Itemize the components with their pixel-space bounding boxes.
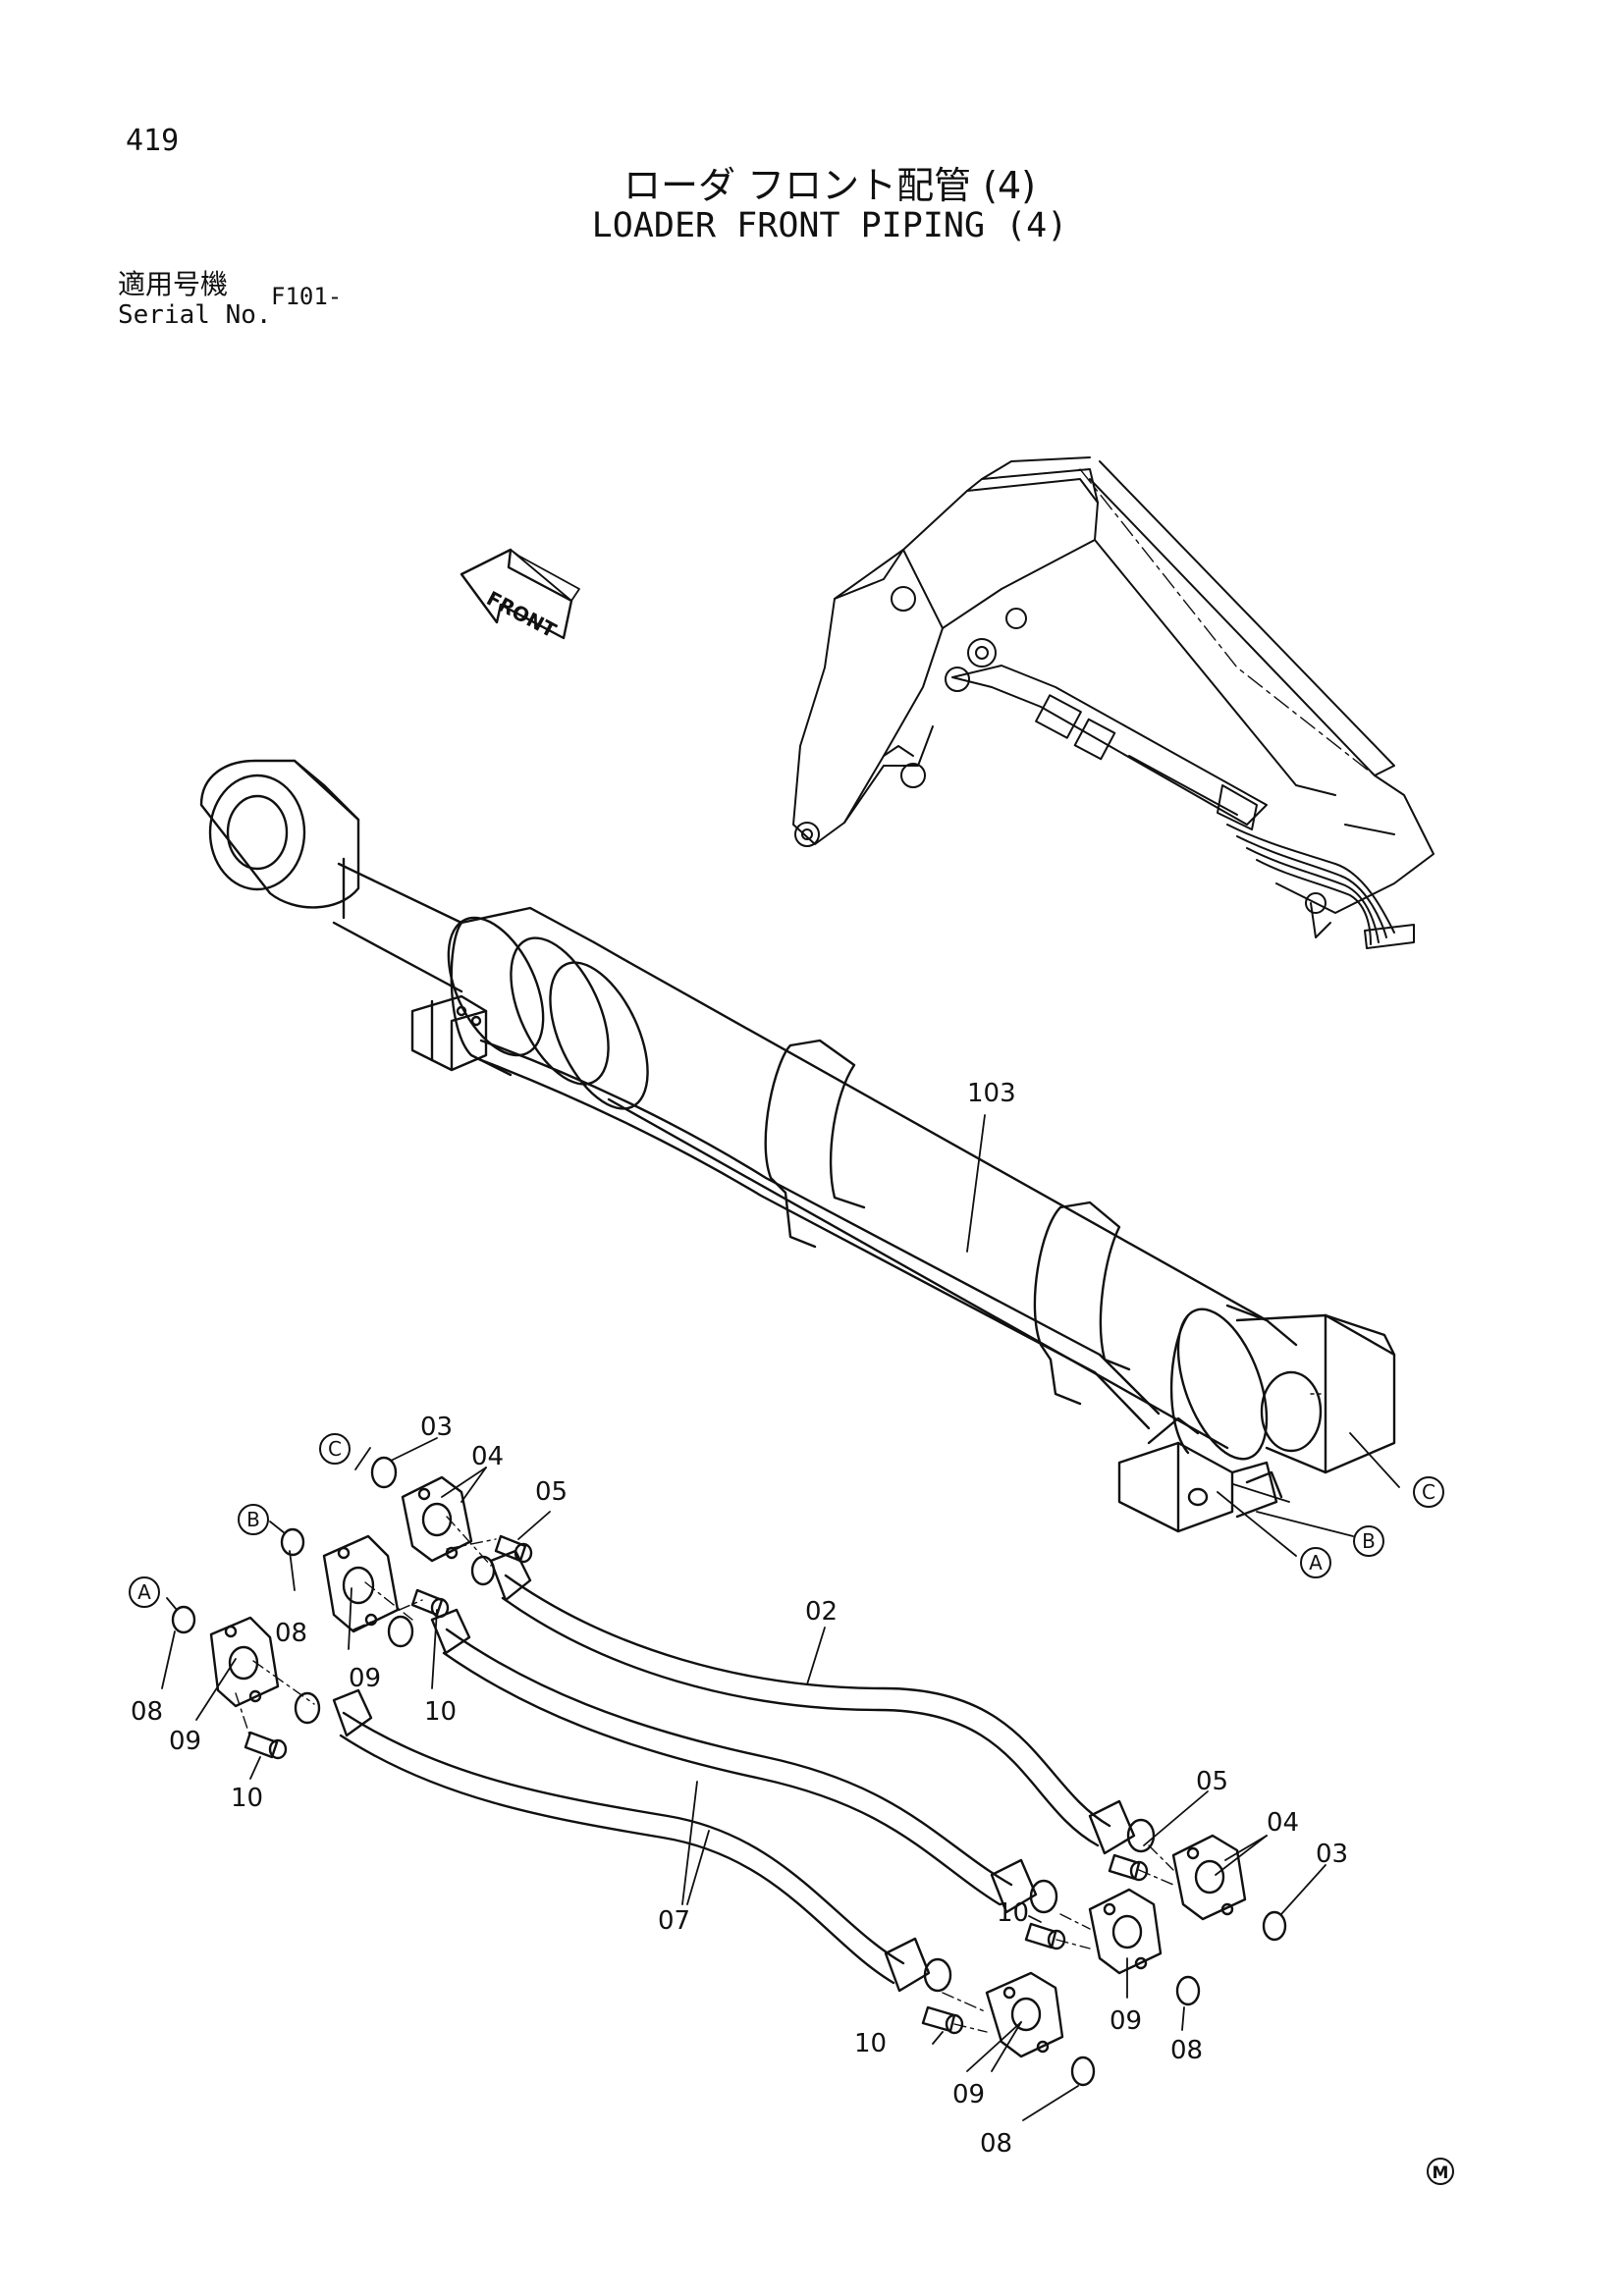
callout-04-left: 04	[471, 1442, 504, 1471]
hose-07-lower	[339, 1711, 905, 1985]
leader-103	[966, 1114, 986, 1253]
hose-02-upper	[501, 1574, 1111, 1847]
hydraulic-cylinder-103	[199, 759, 1396, 1533]
callout-10-right-bottom: 10	[854, 2029, 887, 2058]
callout-07: 07	[658, 1906, 690, 1936]
callout-08-left: 08	[131, 1697, 163, 1727]
port-markers	[129, 1433, 1454, 2185]
callout-08-right: 08	[1170, 2036, 1203, 2065]
page-title-english: LOADER FRONT PIPING (4)	[591, 206, 1068, 245]
callout-08-right-bottom: 08	[980, 2129, 1012, 2159]
callout-05-right: 05	[1196, 1767, 1228, 1796]
callout-10-mid: 10	[424, 1697, 457, 1727]
o-ring-08	[280, 1527, 305, 1557]
front-arrow-label: FRONT	[483, 586, 561, 642]
serial-label-japanese: 適用号機	[118, 268, 229, 300]
callout-09-left: 09	[169, 1727, 201, 1756]
hose-02-middle	[442, 1628, 1013, 1906]
callout-10-left: 10	[231, 1784, 263, 1813]
port-c-right: C	[1422, 1480, 1435, 1504]
callout-02: 02	[805, 1597, 838, 1627]
port-b-left: B	[246, 1508, 260, 1531]
loader-boom-overview	[792, 456, 1435, 949]
page-number: 419	[126, 124, 180, 158]
callout-03-right: 03	[1316, 1840, 1348, 1869]
serial-number-value: F101-	[271, 283, 343, 310]
callout-04-right: 04	[1267, 1808, 1299, 1838]
serial-label-english: Serial No.	[118, 300, 272, 330]
callout-08-mid: 08	[275, 1619, 307, 1648]
callout-103: 103	[967, 1079, 1016, 1108]
port-a-left: A	[137, 1580, 151, 1604]
port-a-right: A	[1309, 1551, 1323, 1575]
callout-labels: 103 02 07 03 04 05 08 08 09 09 10 10 05 …	[131, 1079, 1348, 2159]
o-ring-03	[370, 1456, 398, 1489]
port-b-right: B	[1362, 1529, 1376, 1553]
port-c-left: C	[328, 1437, 342, 1461]
callout-09-right-bottom: 09	[952, 2080, 985, 2109]
callout-05-left: 05	[535, 1477, 568, 1507]
callout-10-right-top: 10	[997, 1898, 1029, 1928]
leader-lines	[161, 1432, 1400, 2121]
port-marker-letters: C B A A B C M	[137, 1437, 1448, 2183]
hose-fittings	[294, 1549, 1156, 1993]
callout-09-right: 09	[1110, 2006, 1142, 2036]
o-ring-08-lower	[171, 1605, 196, 1634]
front-arrow: FRONT	[460, 548, 580, 642]
corner-mark: M	[1433, 2163, 1449, 2183]
page-title-japanese: ローダ フロント配管 (4)	[623, 164, 1036, 207]
callout-03-left: 03	[420, 1413, 453, 1442]
left-flange-group	[171, 1456, 533, 1760]
right-flange-group	[921, 1834, 1287, 2087]
callout-09-mid: 09	[349, 1664, 381, 1693]
